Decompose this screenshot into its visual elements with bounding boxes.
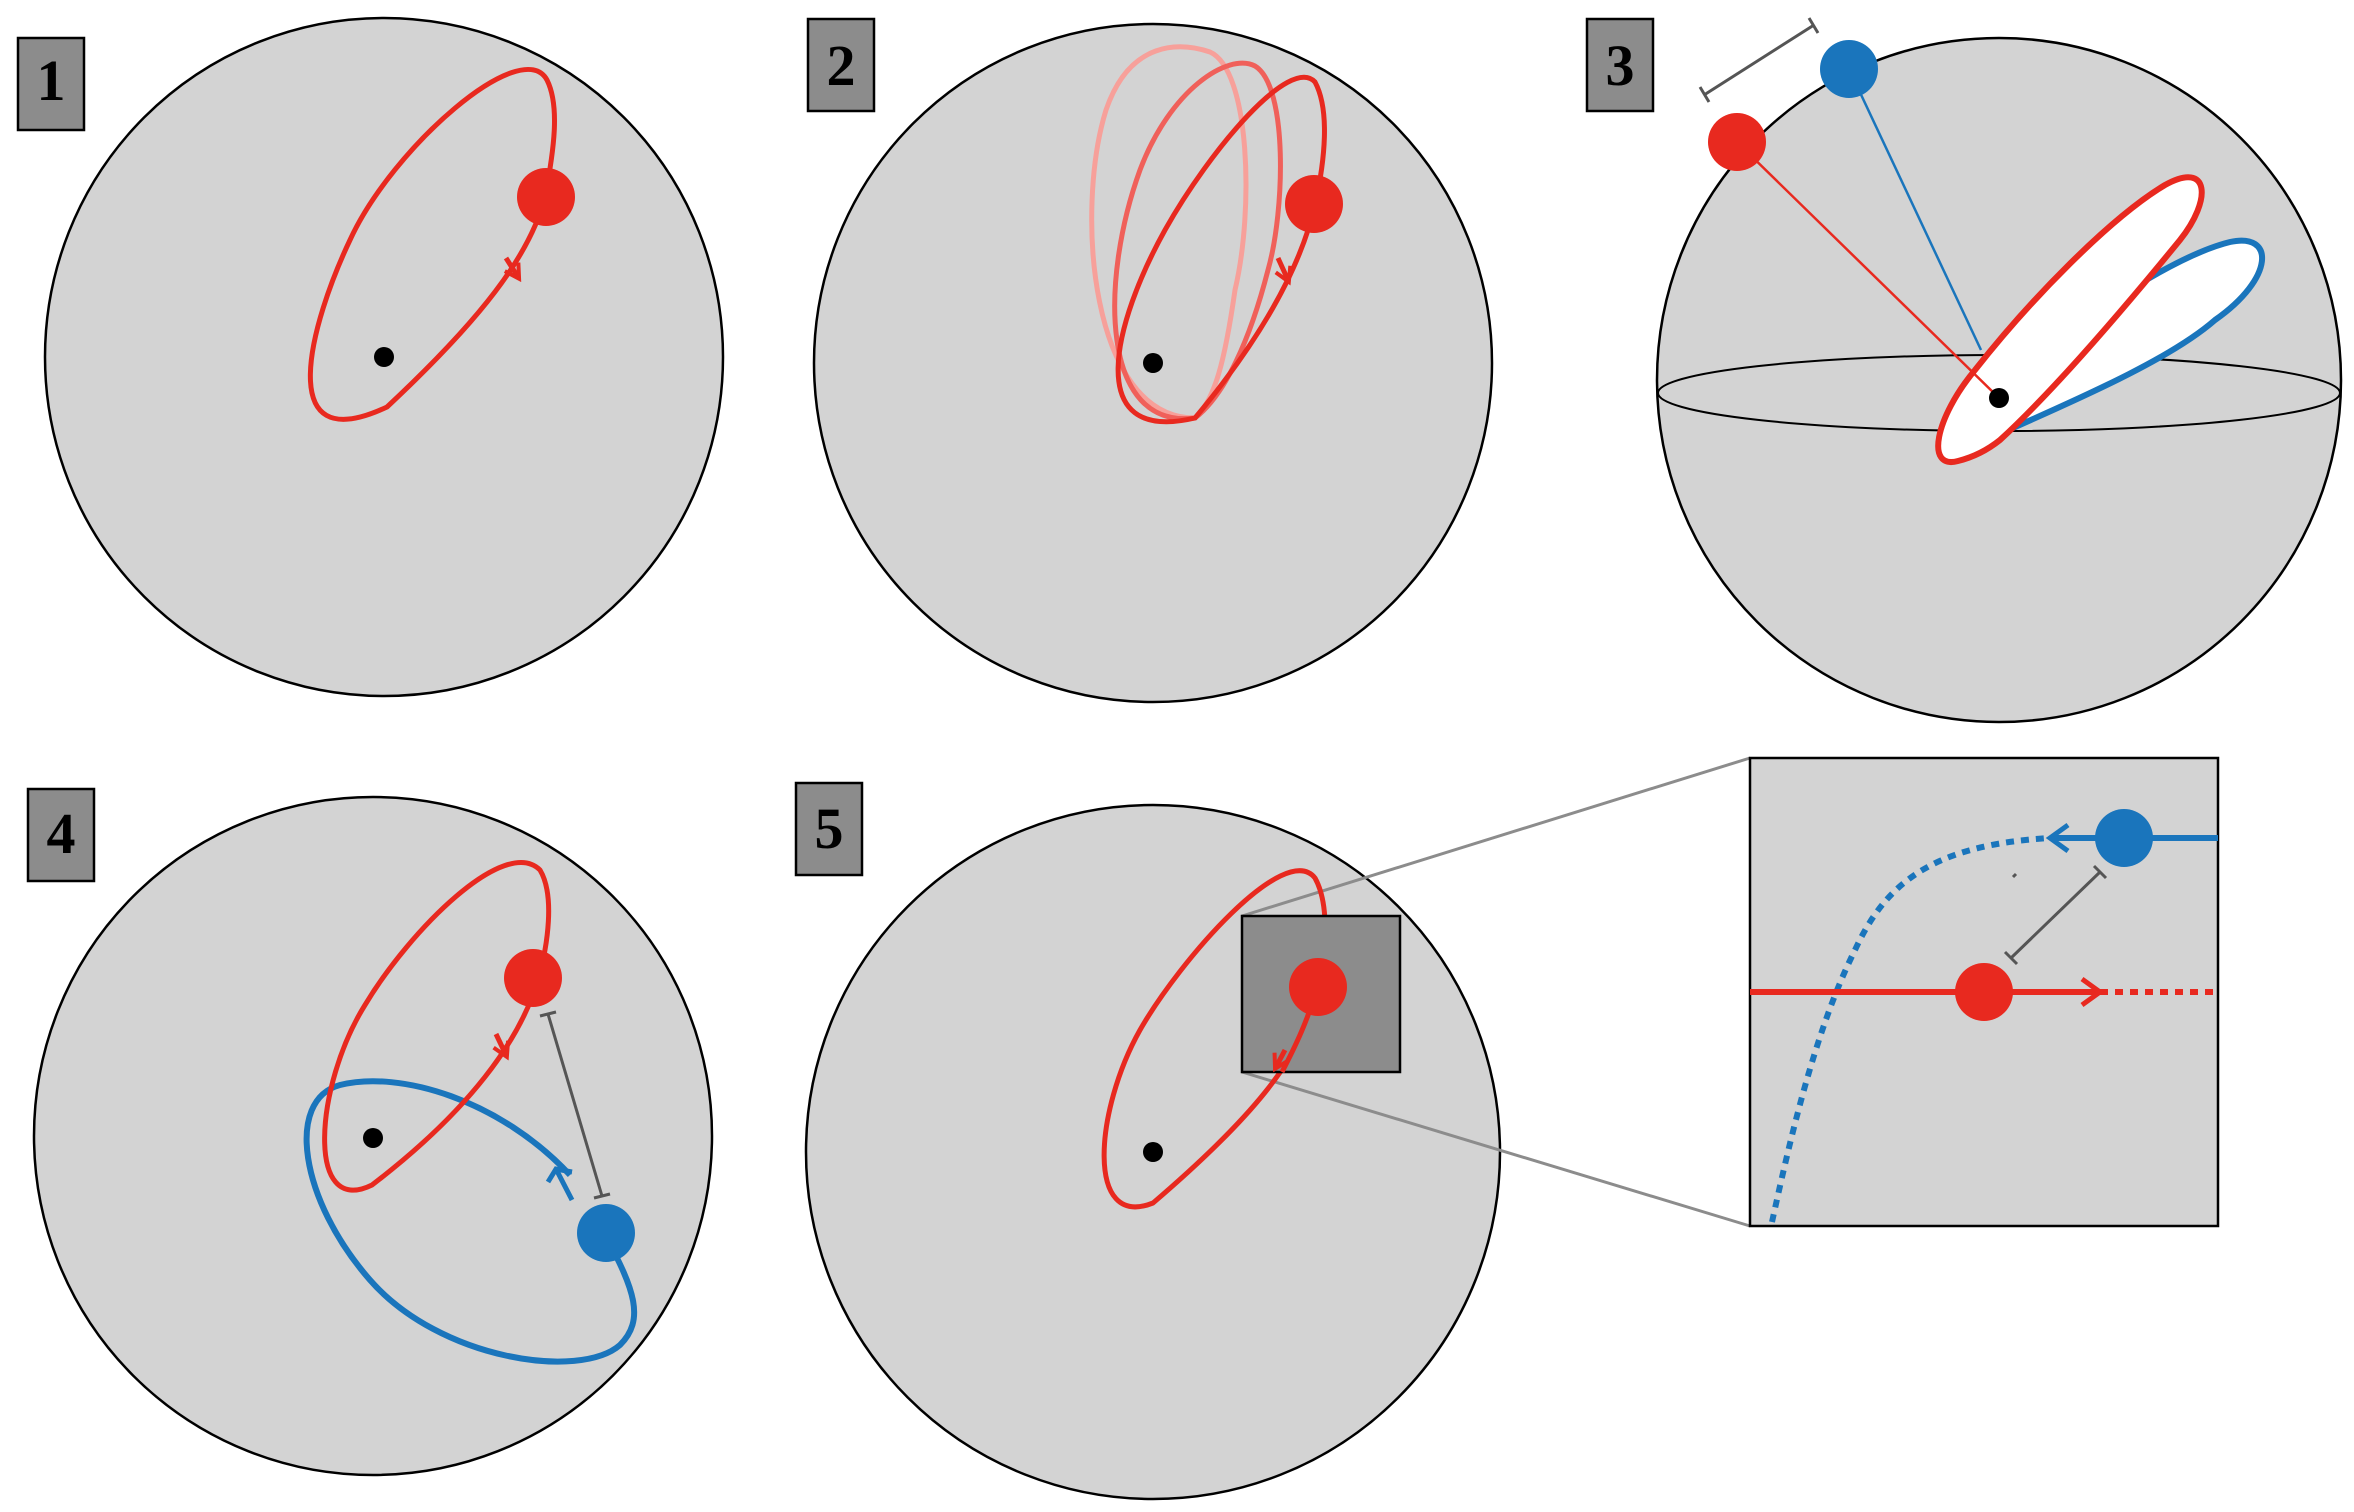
panel-1-red-satellite bbox=[517, 168, 575, 226]
panel-2-central-body bbox=[1143, 353, 1163, 373]
panel-4-label-box: 4 bbox=[26, 787, 96, 883]
panel-5-zoom-line-bottom bbox=[1241, 1070, 1751, 1228]
panel-1-red-orbit bbox=[307, 66, 558, 422]
panel-4-blue-arrowhead bbox=[545, 1166, 573, 1184]
panel-2-faded-orbit bbox=[1112, 60, 1283, 422]
panel-4: 4 bbox=[26, 787, 714, 1477]
panel-2-direction-arrow bbox=[1278, 256, 1288, 280]
panel-3-central-body bbox=[1989, 388, 2009, 408]
panel-3-red-position-vector bbox=[1736, 141, 2000, 399]
panel-5-central-body bbox=[1143, 1142, 1163, 1162]
panel-4-red-direction-arrow bbox=[496, 1032, 506, 1055]
panel-5-red-satellite bbox=[1289, 958, 1347, 1016]
panel-4-red-satellite bbox=[504, 949, 562, 1007]
panel-3-label: 3 bbox=[1606, 33, 1635, 98]
panel-3: 3 bbox=[1585, 17, 2343, 724]
panel-4-label: 4 bbox=[47, 801, 76, 866]
panel-2-red-satellite bbox=[1285, 175, 1343, 233]
panel-1-direction-arrow bbox=[503, 256, 518, 277]
zoom-inset-blue-arrowhead bbox=[2045, 822, 2070, 854]
panel-5-zoom-region bbox=[1240, 914, 1402, 1074]
zoom-inset-blue-trajectory-dotted bbox=[1769, 835, 2051, 1223]
panel-4-separation-bracket bbox=[539, 1010, 611, 1200]
zoom-inset-red-arrowhead bbox=[2080, 976, 2105, 1008]
panel-3-blue-satellite bbox=[1820, 40, 1878, 98]
zoom-inset-separation-bracket bbox=[2003, 864, 2108, 966]
panel-5-label: 5 bbox=[815, 796, 844, 861]
panel-2-faint-orbit bbox=[1089, 44, 1249, 421]
panel-4-blue-satellite bbox=[577, 1204, 635, 1262]
panel-1-central-body bbox=[374, 347, 394, 367]
panel-4-blue-direction-arrow bbox=[553, 1167, 575, 1202]
panel-1-label: 1 bbox=[37, 48, 66, 113]
panel-2-label-box: 2 bbox=[806, 17, 876, 113]
zoom-inset-blue-satellite bbox=[2095, 809, 2153, 867]
panel-1: 1 bbox=[16, 16, 725, 698]
panel-5-zoom-inset bbox=[1748, 756, 2220, 1228]
panel-2: 2 bbox=[806, 17, 1494, 704]
panel-2-label: 2 bbox=[827, 33, 856, 98]
panel-2-red-orbit bbox=[1115, 74, 1327, 425]
panel-5: 5 bbox=[794, 756, 2220, 1501]
panel-3-blue-position-vector bbox=[1847, 68, 1983, 351]
panel-3-label-box: 3 bbox=[1585, 17, 1655, 113]
panel-4-blue-orbit bbox=[303, 1078, 638, 1365]
panel-3-red-satellite bbox=[1708, 113, 1766, 171]
panel-1-label-box: 1 bbox=[16, 36, 86, 132]
panel-3-separation-bracket bbox=[1698, 17, 1820, 103]
panel-5-zoom-line-top bbox=[1241, 756, 1751, 918]
zoom-inset-red-satellite bbox=[1955, 963, 2013, 1021]
panel-4-central-body bbox=[363, 1128, 383, 1148]
panel-5-label-box: 5 bbox=[794, 781, 864, 877]
panel-5-direction-arrow bbox=[1276, 1048, 1285, 1067]
